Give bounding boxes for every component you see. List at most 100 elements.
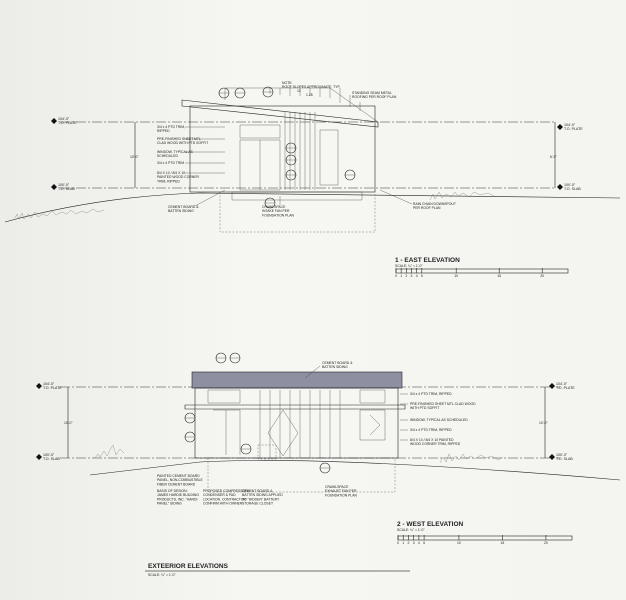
level-marker-icon <box>549 454 555 460</box>
crawlspace <box>231 191 363 201</box>
west-elevation-title: 2 - WEST ELEVATION <box>397 521 464 528</box>
scale-bar-tick-label: 2 <box>407 541 409 545</box>
roof-fascia <box>181 99 379 128</box>
east-level-plate-right-line: T.O. PLATE <box>564 127 583 131</box>
scale-bar-tick-label: 20 <box>544 541 548 545</box>
east-note-line: SCHEDULED <box>157 154 178 158</box>
east-elevation-scale: SCALE: ¼" = 1'-0" <box>395 264 423 268</box>
west-dim-left-line: 10'-0" <box>64 421 73 425</box>
west-bottom-note-line: CRAWLSPACE <box>325 485 349 489</box>
windows-left <box>207 389 241 455</box>
roofing-note-line: STANDING SEAM METAL <box>352 91 392 95</box>
hidden-closet-door <box>267 409 299 457</box>
slope-run-line: 1.25 <box>306 93 313 97</box>
west-level-slab-right-line: 100'-0" <box>556 453 568 457</box>
west-note-line: WOOD CORNER TRIM, RIPPED <box>410 442 461 446</box>
level-marker-icon <box>557 124 563 130</box>
scale-bar-tick-label: 1 <box>400 274 402 278</box>
east-note-line: PRE-FINISHED SHEET MTL <box>157 137 201 141</box>
west-level-slab-right-line: T.O. SLAB <box>556 457 573 461</box>
east-note-line: 3/4 x 4 PTD TRIM <box>157 161 184 165</box>
leader-line <box>304 365 321 379</box>
level-marker-icon <box>549 383 555 389</box>
west-bottom-note-line: TO "HIDDEN" BATTERY <box>242 497 280 501</box>
west-dim-right: 10'-0" <box>539 421 548 425</box>
east-level-slab-line: T.O. SLAB <box>58 187 75 191</box>
east-crawl-note-line: CRAWLSPACE <box>262 205 286 209</box>
sheet-scale-line: SCALE: ¼" = 1'-0" <box>148 573 176 577</box>
west-elevation-title-line: 2 - WEST ELEVATION <box>397 521 464 528</box>
west-bottom-note: PROPOSED COMPRESSOR/CONDENSER & PADLOCAT… <box>203 489 249 506</box>
window-right <box>359 389 386 441</box>
scale-bar-tick-label: 10 <box>457 541 461 545</box>
scale-bar-tick-label: 4 <box>416 274 418 278</box>
east-dim-right: 6'-0" <box>550 155 558 159</box>
east-dim-left-line: 10'-0" <box>130 155 139 159</box>
level-marker-icon <box>36 383 42 389</box>
level-marker-icon <box>557 184 563 190</box>
east-crawl-note-line: INTAKE FAN PER <box>262 209 290 213</box>
entry-door <box>319 129 339 186</box>
east-level-plate-line: T.O. PLATE <box>58 121 77 125</box>
west-level-plate-line: 104'-0" <box>43 382 55 386</box>
east-note-line: WINDOW, TYPICAL AS <box>157 150 194 154</box>
east-level-slab-line: 100'-0" <box>58 183 70 187</box>
slope-run: 1.25 <box>306 93 313 97</box>
roof-slope-note-line: ROOF SLOPES APPROXIMATE, TYP. <box>282 85 340 89</box>
east-siding-note-line: BATTEN SIDING <box>168 209 194 213</box>
foundation <box>219 192 376 233</box>
batten-siding <box>284 112 316 190</box>
slope-rise-line: 12 <box>297 89 301 93</box>
foundation <box>207 458 396 493</box>
west-level-slab-line: 100'-0" <box>43 453 55 457</box>
west-bottom-note-line: BASIS OF DESIGN: <box>157 489 188 493</box>
east-note-line: 8/4 X 10 / 8/4 X 10 <box>157 171 185 175</box>
west-elevation-scale-line: SCALE: ¼" = 1'-0" <box>397 528 425 532</box>
west-dim-left: 10'-0" <box>64 421 73 425</box>
west-bottom-note: BASIS OF DESIGN:JAMES HARDIE BUILDINGPRO… <box>157 489 199 506</box>
east-level-slab-right-line: 100'-0" <box>564 183 576 187</box>
east-note: 3/4 x 4 PTD TRIM <box>157 161 184 165</box>
west-bottom-note-line: CEMENT BOARD & <box>242 489 273 493</box>
west-bottom-note-line: FIBER CEMENT BOARD <box>157 482 196 486</box>
roof-band <box>191 371 403 389</box>
east-note: 3/4 x 4 PTD TRIM,RIPPED <box>157 125 185 133</box>
east-note-line: PAINTED WOOD CORNER <box>157 175 199 179</box>
west-bottom-note-line: STORAGE CLOSET <box>242 502 273 506</box>
east-dim-left: 10'-0" <box>130 155 139 159</box>
scale-bar-tick-label: 3 <box>413 541 415 545</box>
east-level-plate: 104'-0"T.O. PLATE <box>58 117 77 125</box>
scale-bar-tick-label: 5 <box>423 541 425 545</box>
west-note-line: WINDOW, TYPICAL AS SCHEDULED <box>410 418 468 422</box>
west-bottom-note-line: PAINTED CEMENT BOARD <box>157 474 200 478</box>
west-note-line: 8/4 X 10 / 8/4 X 10 PAINTED <box>410 438 454 442</box>
west-level-plate-right-line: T.O. PLATE <box>556 386 575 390</box>
east-level-slab: 100'-0"T.O. SLAB <box>58 183 75 191</box>
vegetation <box>94 444 504 464</box>
west-elevation <box>60 371 621 493</box>
west-note-line: WITH PTD SOFFIT <box>410 406 439 410</box>
scale-bar-tick-label: 15 <box>501 541 505 545</box>
west-wall <box>194 387 399 459</box>
east-level-slab-right-line: T.O. SLAB <box>564 187 581 191</box>
west-bottom-note-line: PROPOSED COMPRESSOR/ <box>203 489 249 493</box>
west-bottom-note-line: CONFIRM WITH OWNER <box>203 502 243 506</box>
ground-line <box>4 192 621 223</box>
east-siding-note: CEMENT BOARD &BATTEN SIDING <box>168 205 199 213</box>
west-note: 3/4 x 4 PTD TRIM, RIPPED <box>410 428 452 432</box>
west-siding-note: CEMENT BOARD &BATTEN SIDING <box>322 361 353 369</box>
east-crawl-note-line: FOUNDATION PLAN <box>262 213 295 217</box>
east-elevation-title: 1 - EAST ELEVATION <box>395 257 460 264</box>
east-note-line: RIPPED <box>157 129 170 133</box>
west-note-line: 3/4 x 4 PTD TRIM, RIPPED <box>410 392 452 396</box>
west-level-plate-line: T.O. PLATE <box>43 386 62 390</box>
west-bottom-note-line: LOCATION. CONTRACTOR <box>203 497 246 501</box>
west-level-plate-right-line: 104'-0" <box>556 382 568 386</box>
roofing-note-line: ROOFING PER ROOF PLAN <box>352 95 397 99</box>
west-bottom-note-line: PANEL" SIDING <box>157 502 182 506</box>
scale-bar-tick-label: 0 <box>397 541 399 545</box>
